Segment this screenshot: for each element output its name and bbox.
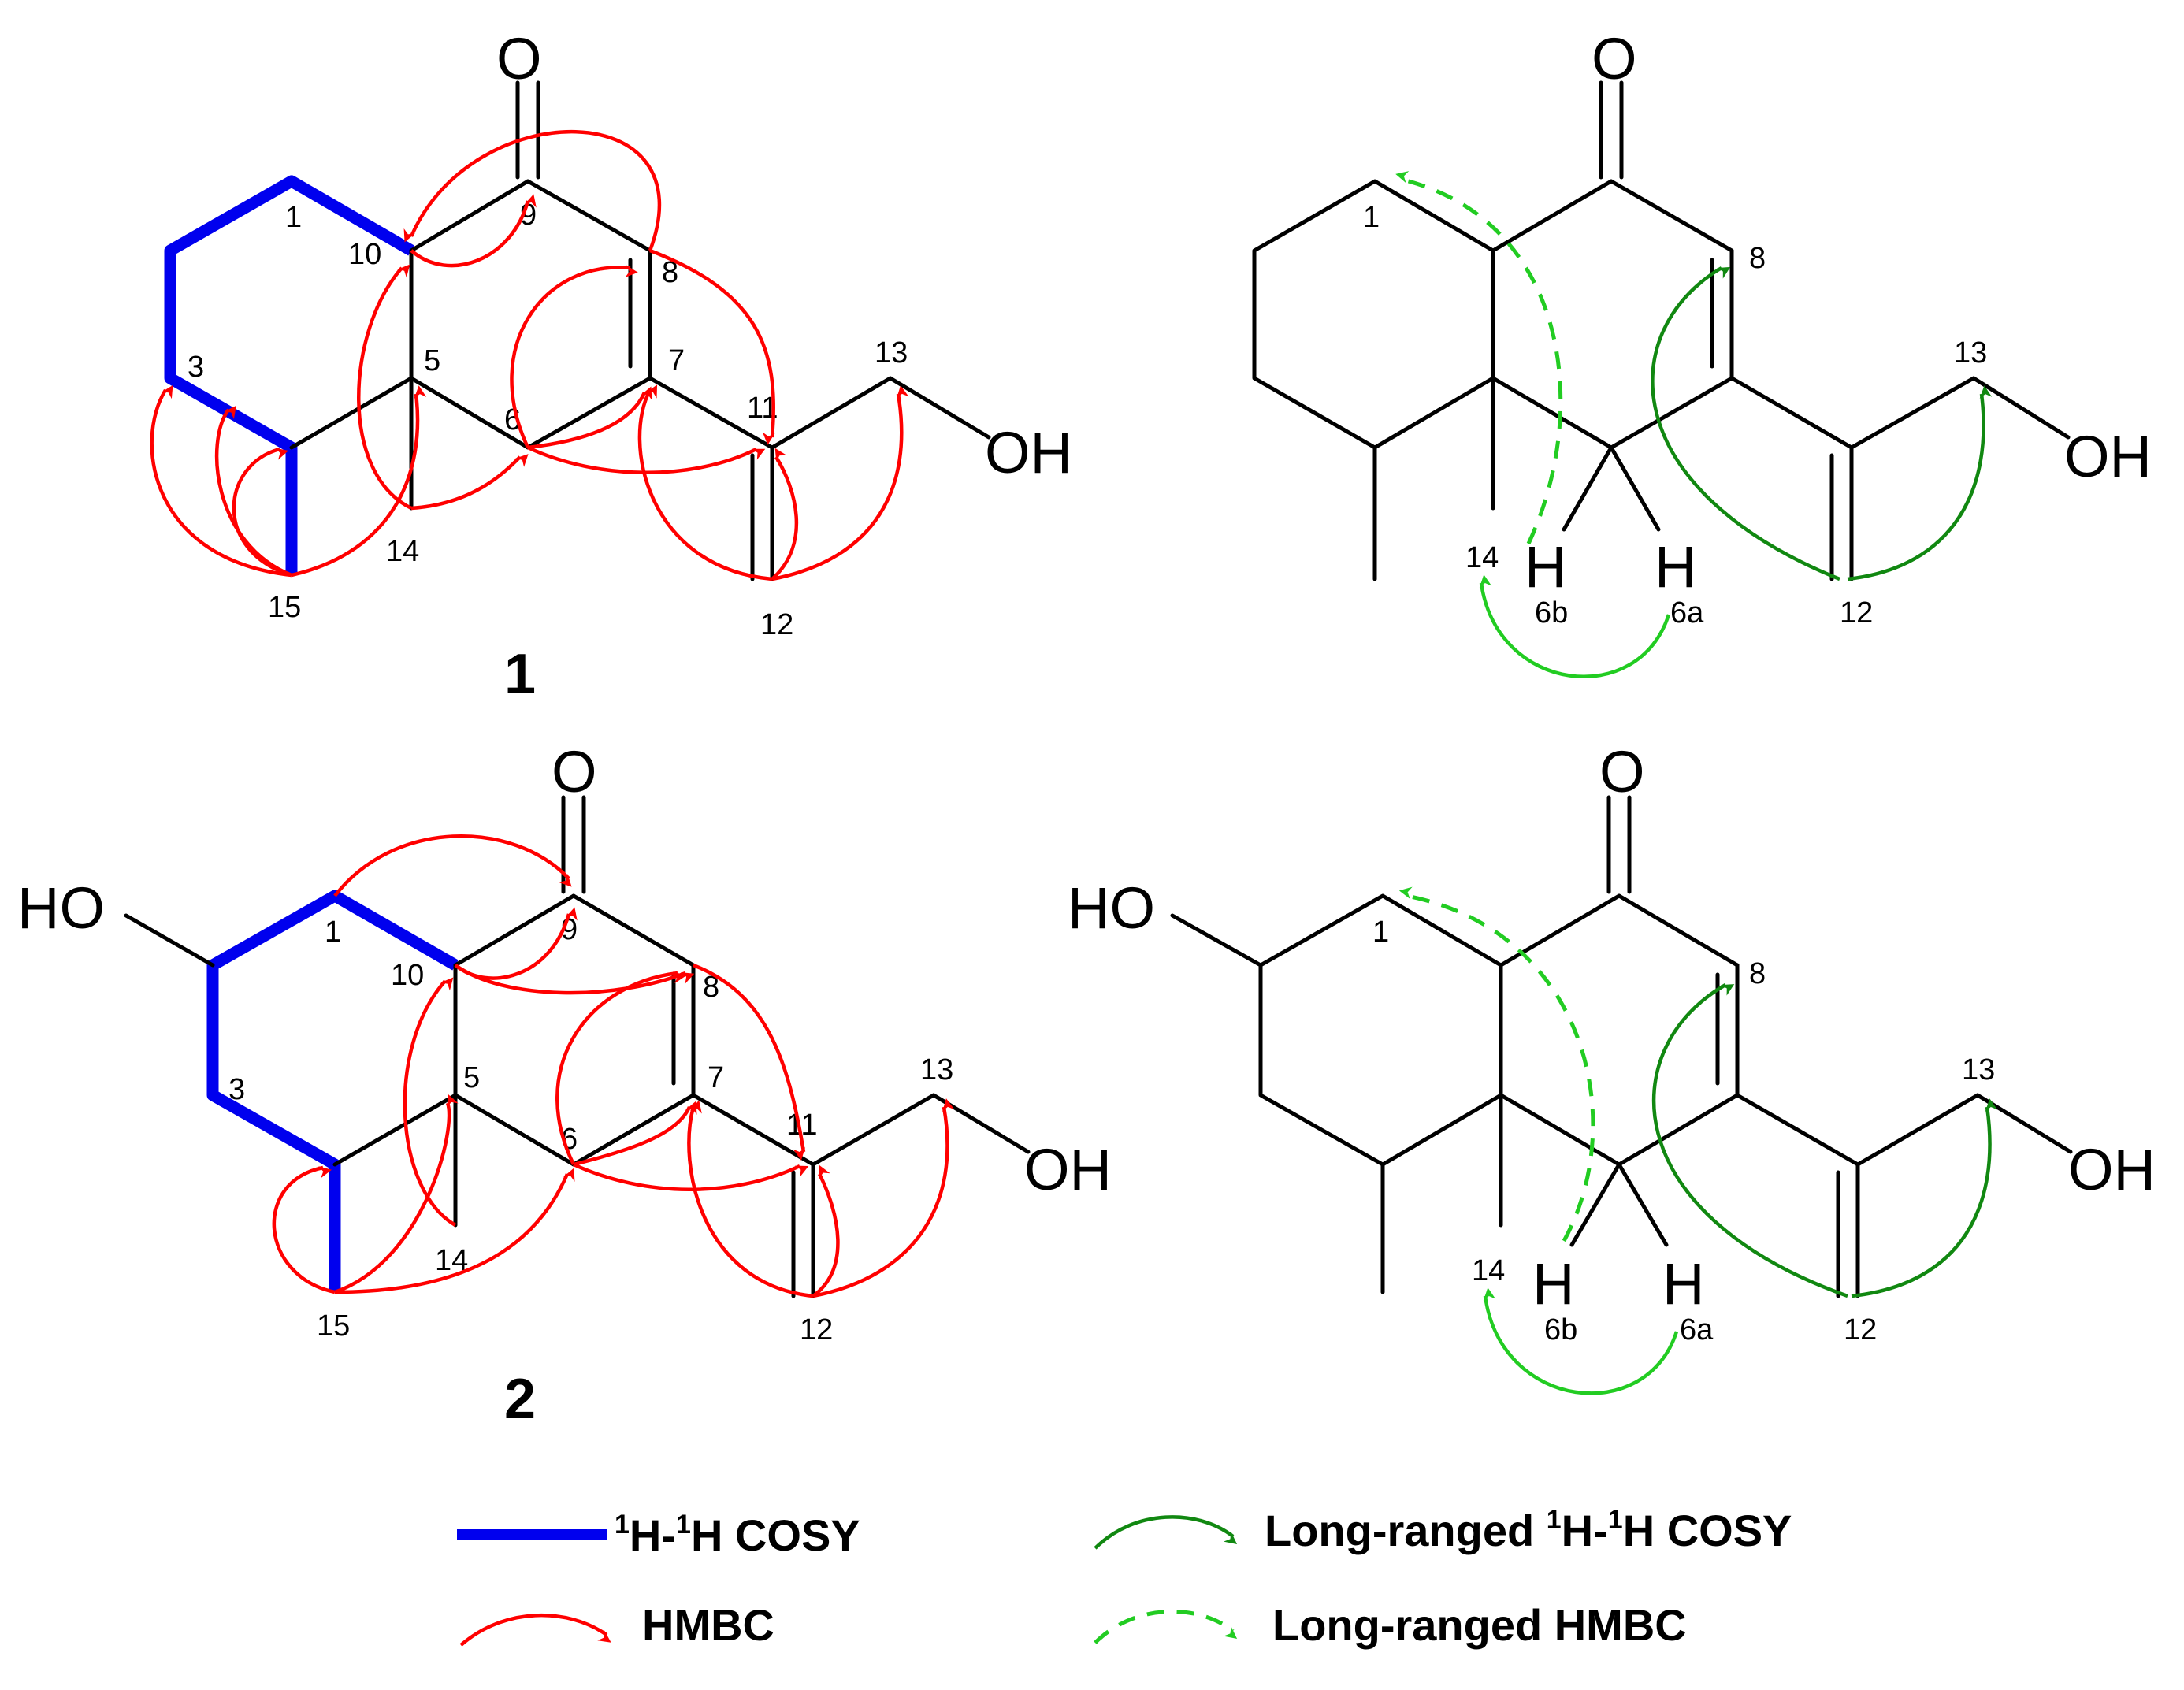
compound-1-structure: O OH 1 3 5 6 7 8 9 10 11 12 13 14 15 xyxy=(150,26,1072,641)
legend-long-cosy-label: Long-ranged 1H-1H COSY xyxy=(1265,1505,1792,1555)
locant-14: 14 xyxy=(386,535,419,568)
compound-1-lr-locants: 1 8 13 12 14 6b 6a xyxy=(1363,201,1987,630)
compound-1-h6a: H xyxy=(1655,534,1696,600)
lr-locant-12: 12 xyxy=(1840,596,1873,630)
c2-lr-locant-13: 13 xyxy=(1962,1053,1995,1086)
c2-lr-locant-1: 1 xyxy=(1372,916,1389,949)
compound-2-hmbc-arrows xyxy=(272,834,955,1298)
compound-2-lr-oxygen: O xyxy=(1599,739,1645,804)
compound-2-bonds xyxy=(124,795,1031,1298)
c2-lr-locant-8: 8 xyxy=(1749,957,1766,990)
c2-locant-5: 5 xyxy=(463,1061,480,1094)
lr-locant-14: 14 xyxy=(1465,541,1499,574)
legend-long-cosy: Long-ranged 1H-1H COSY xyxy=(1094,1505,1792,1555)
lr-locant-1: 1 xyxy=(1363,201,1380,234)
compound-label-1: 1 xyxy=(504,643,536,706)
compound-1-hydroxyl: OH xyxy=(985,420,1072,485)
c2-locant-15: 15 xyxy=(317,1309,350,1343)
legend-cosy: 1H-1H COSY xyxy=(457,1510,860,1560)
c2-locant-10: 10 xyxy=(391,959,424,992)
c2-lr-locant-14: 14 xyxy=(1472,1254,1505,1287)
compound-2-cosy-bonds xyxy=(206,890,459,1292)
compound-2-long-range-arrows xyxy=(1398,886,1998,1395)
compound-2-h6b: H xyxy=(1532,1251,1574,1317)
c2-locant-13: 13 xyxy=(920,1053,953,1086)
c2-locant-12: 12 xyxy=(800,1313,833,1346)
legend-hmbc: HMBC xyxy=(459,1600,774,1650)
compound-2-lr-locants: 1 8 13 12 14 6b 6a xyxy=(1372,916,1995,1346)
locant-3: 3 xyxy=(188,351,204,384)
c2-lr-locant-6b: 6b xyxy=(1544,1313,1577,1346)
compound-2-hydroxyl-left: HO xyxy=(17,875,105,941)
compound-2-long-range-structure: O HO OH H H 1 8 13 12 14 6b 6a xyxy=(1068,739,2156,1395)
legend-hmbc-swatch xyxy=(459,1613,611,1647)
compound-1-long-range-arrows xyxy=(1395,171,1993,678)
compound-1-hmbc-arrows xyxy=(150,129,909,581)
compound-1-lr-hydroxyl: OH xyxy=(2064,424,2152,489)
c2-locant-1: 1 xyxy=(325,916,341,949)
legend-cosy-label: 1H-1H COSY xyxy=(615,1510,860,1560)
legend-hmbc-label: HMBC xyxy=(642,1600,774,1650)
locant-8: 8 xyxy=(662,256,678,289)
locant-12: 12 xyxy=(760,608,793,641)
compound-2-lr-hydroxyl-left: HO xyxy=(1068,875,1155,941)
c2-locant-7: 7 xyxy=(708,1061,724,1094)
locant-7: 7 xyxy=(668,344,685,377)
compound-2-lr-bonds xyxy=(1170,795,2073,1298)
legend-long-hmbc: Long-ranged HMBC xyxy=(1094,1600,1687,1650)
lr-locant-6a: 6a xyxy=(1670,596,1704,630)
compound-label-2: 2 xyxy=(504,1368,536,1431)
compound-2-h6a: H xyxy=(1662,1251,1704,1317)
compound-1-lr-bonds xyxy=(1252,80,2071,581)
compound-2-structure: O HO OH 1 3 5 6 7 8 9 10 11 12 13 14 15 xyxy=(17,739,1112,1346)
lr-locant-6b: 6b xyxy=(1535,596,1568,630)
compound-1-bonds xyxy=(289,80,991,581)
compound-1-long-range-structure: O OH H H 1 8 13 12 14 6b 6a xyxy=(1252,26,2152,678)
locant-10: 10 xyxy=(348,238,381,271)
c2-locant-8: 8 xyxy=(703,971,719,1004)
compound-1-cosy-bonds xyxy=(164,175,414,575)
c2-lr-locant-6a: 6a xyxy=(1680,1313,1714,1346)
locant-13: 13 xyxy=(875,336,908,370)
lr-locant-13: 13 xyxy=(1954,336,1987,370)
legend-long-cosy-swatch xyxy=(1094,1515,1238,1550)
c2-lr-locant-12: 12 xyxy=(1844,1313,1877,1346)
compound-1-lr-oxygen: O xyxy=(1592,26,1637,91)
legend-long-hmbc-swatch xyxy=(1094,1609,1238,1644)
compound-2-oxygen: O xyxy=(552,739,597,804)
lr-locant-8: 8 xyxy=(1749,242,1766,275)
legend-long-hmbc-label: Long-ranged HMBC xyxy=(1272,1600,1687,1650)
compound-2-lr-hydroxyl-right: OH xyxy=(2068,1137,2156,1202)
compound-1-oxygen: O xyxy=(496,26,542,91)
legend: 1H-1H COSY HMBC Long-ranged 1H-1H COSY L… xyxy=(457,1505,1792,1650)
locant-15: 15 xyxy=(268,591,301,624)
compound-2-hydroxyl-right: OH xyxy=(1024,1137,1112,1202)
locant-1: 1 xyxy=(285,201,302,234)
compound-1-h6b: H xyxy=(1525,534,1566,600)
c2-locant-3: 3 xyxy=(228,1073,245,1106)
locant-5: 5 xyxy=(424,344,440,377)
